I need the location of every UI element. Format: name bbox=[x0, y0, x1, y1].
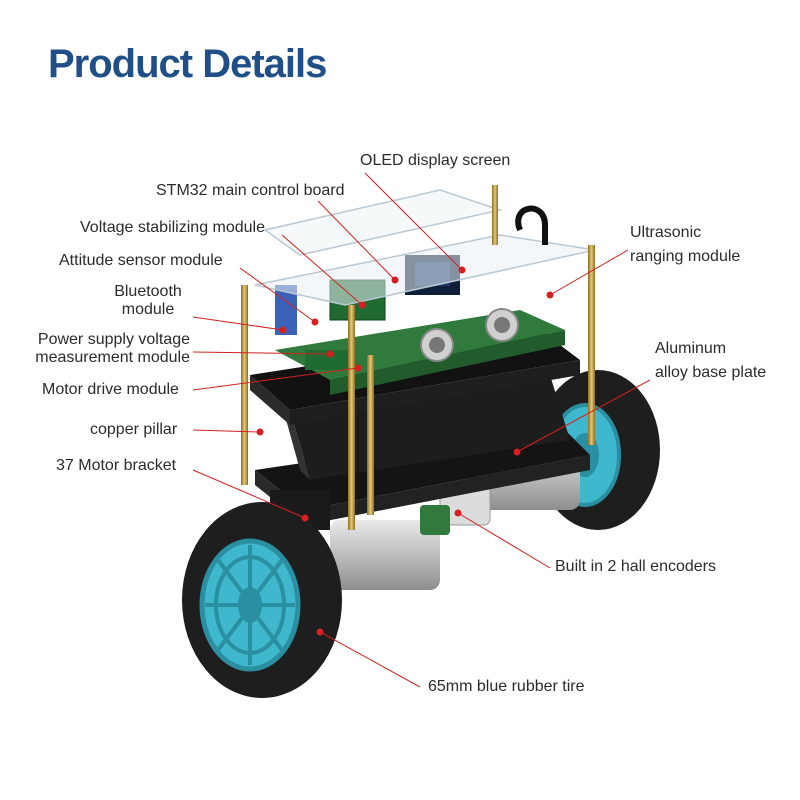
label-rubber-tire: 65mm blue rubber tire bbox=[428, 678, 585, 695]
label-attitude-sensor: Attitude sensor module bbox=[59, 252, 223, 269]
page-title: Product Details bbox=[48, 42, 327, 86]
label-ultrasonic-line2: ranging module bbox=[630, 248, 741, 265]
copper-pillars bbox=[241, 185, 595, 530]
label-ultrasonic: Ultrasonic ranging module bbox=[630, 224, 740, 266]
label-bluetooth-line1: Bluetooth bbox=[114, 283, 182, 300]
label-power-line2: measurement module bbox=[35, 349, 190, 366]
leader-dots bbox=[256, 266, 554, 636]
label-aluminum-line2: alloy base plate bbox=[655, 364, 767, 381]
label-power-line1: Power supply voltage bbox=[37, 331, 190, 348]
label-copper-pillar: copper pillar bbox=[90, 421, 178, 438]
label-aluminum-line1: Aluminum bbox=[655, 340, 727, 357]
label-aluminum-plate: Aluminum alloy base plate bbox=[655, 340, 766, 382]
label-ultrasonic-line1: Ultrasonic bbox=[630, 224, 702, 241]
label-stm32: STM32 main control board bbox=[156, 182, 345, 199]
acrylic-top-cover bbox=[254, 189, 596, 306]
leader-lines bbox=[192, 172, 651, 688]
label-bluetooth: Bluetooth module bbox=[98, 283, 198, 319]
label-bluetooth-line2: module bbox=[121, 301, 175, 318]
label-power-supply: Power supply voltage measurement module bbox=[18, 331, 190, 367]
label-motor-bracket: 37 Motor bracket bbox=[56, 457, 177, 474]
label-oled: OLED display screen bbox=[360, 152, 511, 169]
label-motor-drive: Motor drive module bbox=[42, 381, 179, 398]
label-voltage-stabilizing: Voltage stabilizing module bbox=[80, 219, 266, 236]
left-wheel bbox=[182, 502, 342, 698]
label-hall-encoders: Built in 2 hall encoders bbox=[555, 558, 716, 575]
